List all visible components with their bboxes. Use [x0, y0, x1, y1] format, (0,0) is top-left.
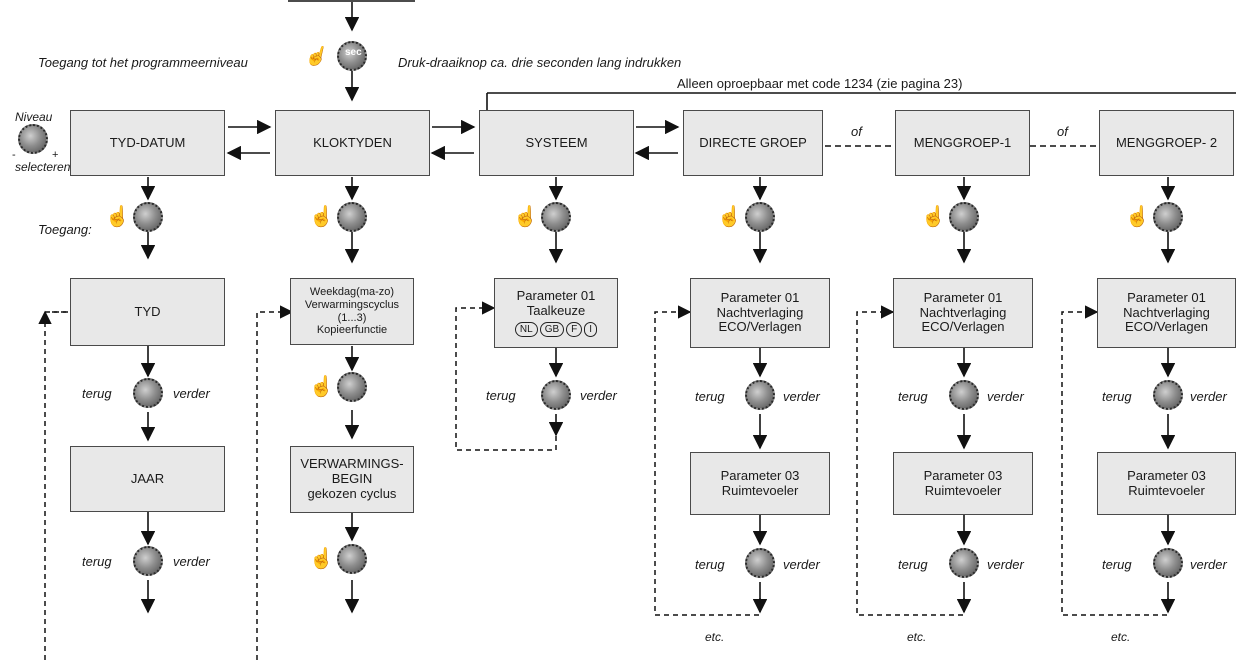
lang-option-i[interactable]: I [584, 321, 598, 337]
weekdag-box[interactable]: Weekdag(ma-zo) Verwarmingscyclus (1...3)… [290, 278, 414, 345]
verder-label: verder [173, 386, 210, 401]
level-kloktyden[interactable]: KLOKTYDEN [275, 110, 430, 176]
hand-icon: ☝ [304, 46, 327, 66]
terug-label: terug [1102, 557, 1132, 572]
terug-label: terug [82, 386, 112, 401]
jaar-box[interactable]: JAAR [70, 446, 225, 512]
access-knob-icon[interactable] [745, 202, 775, 232]
minus-sign: - [12, 149, 16, 161]
press-knob-icon[interactable] [337, 41, 367, 71]
access-knob-icon[interactable] [133, 202, 163, 232]
level-tyd-datum[interactable]: TYD-DATUM [70, 110, 225, 176]
access-label: Toegang tot het programmeerniveau [38, 55, 248, 70]
lang-option-nl[interactable]: NL [514, 321, 538, 337]
etc-label: etc. [907, 630, 927, 644]
access-knob-icon[interactable] [949, 202, 979, 232]
verder-label: verder [987, 389, 1024, 404]
lang-option-gb[interactable]: GB [539, 321, 565, 337]
or-label-2: of [1057, 124, 1068, 139]
press-instruction: Druk-draaiknop ca. drie seconden lang in… [398, 55, 682, 70]
access-knob-icon[interactable] [1153, 202, 1183, 232]
hand-icon: ☝ [309, 206, 334, 228]
rotate-knob-icon[interactable] [133, 378, 163, 408]
selecteren-label: selecteren [15, 160, 71, 174]
rotate-knob-icon[interactable] [133, 546, 163, 576]
level-systeem[interactable]: SYSTEEM [479, 110, 634, 176]
hand-icon: ☝ [309, 548, 334, 570]
verwarmingsbegin-box[interactable]: VERWARMINGS- BEGIN gekozen cyclus [290, 446, 414, 513]
verder-label: verder [1190, 389, 1227, 404]
code-note: Alleen oproepbaar met code 1234 (zie pag… [677, 76, 963, 91]
level-directe-groep[interactable]: DIRECTE GROEP [683, 110, 823, 176]
hand-icon: ☝ [921, 206, 946, 228]
tyd-box[interactable]: TYD [70, 278, 225, 346]
step-knob-icon[interactable] [337, 544, 367, 574]
taalkeuze-box[interactable]: Parameter 01 Taalkeuze NL GB F I [494, 278, 618, 348]
terug-label: terug [695, 557, 725, 572]
step-knob-icon[interactable] [337, 372, 367, 402]
lang-option-f[interactable]: F [566, 321, 583, 337]
verder-label: verder [173, 554, 210, 569]
toegang-label: Toegang: [38, 222, 92, 237]
rotate-knob-icon[interactable] [949, 548, 979, 578]
verder-label: verder [580, 388, 617, 403]
hand-icon: ☝ [513, 206, 538, 228]
level-menggroep-1[interactable]: MENGGROEP-1 [895, 110, 1030, 176]
verder-label: verder [1190, 557, 1227, 572]
terug-label: terug [898, 389, 928, 404]
terug-label: terug [82, 554, 112, 569]
etc-label: etc. [1111, 630, 1131, 644]
level-menggroep-2[interactable]: MENGGROEP- 2 [1099, 110, 1234, 176]
rotate-knob-icon[interactable] [745, 548, 775, 578]
rotate-knob-icon[interactable] [745, 380, 775, 410]
terug-label: terug [898, 557, 928, 572]
level-knob-icon[interactable] [18, 124, 48, 154]
sec-badge: sec [345, 47, 362, 58]
terug-label: terug [486, 388, 516, 403]
rotate-knob-icon[interactable] [1153, 380, 1183, 410]
plus-sign: + [52, 149, 59, 161]
hand-icon: ☝ [105, 206, 130, 228]
terug-label: terug [1102, 389, 1132, 404]
or-label-1: of [851, 124, 862, 139]
verder-label: verder [783, 389, 820, 404]
etc-label: etc. [705, 630, 725, 644]
rotate-knob-icon[interactable] [949, 380, 979, 410]
verder-label: verder [783, 557, 820, 572]
hand-icon: ☝ [309, 376, 334, 398]
rotate-knob-icon[interactable] [1153, 548, 1183, 578]
niveau-label: Niveau [15, 110, 53, 124]
access-knob-icon[interactable] [337, 202, 367, 232]
hand-icon: ☝ [1125, 206, 1150, 228]
terug-label: terug [695, 389, 725, 404]
verder-label: verder [987, 557, 1024, 572]
access-knob-icon[interactable] [541, 202, 571, 232]
rotate-knob-icon[interactable] [541, 380, 571, 410]
hand-icon: ☝ [717, 206, 742, 228]
